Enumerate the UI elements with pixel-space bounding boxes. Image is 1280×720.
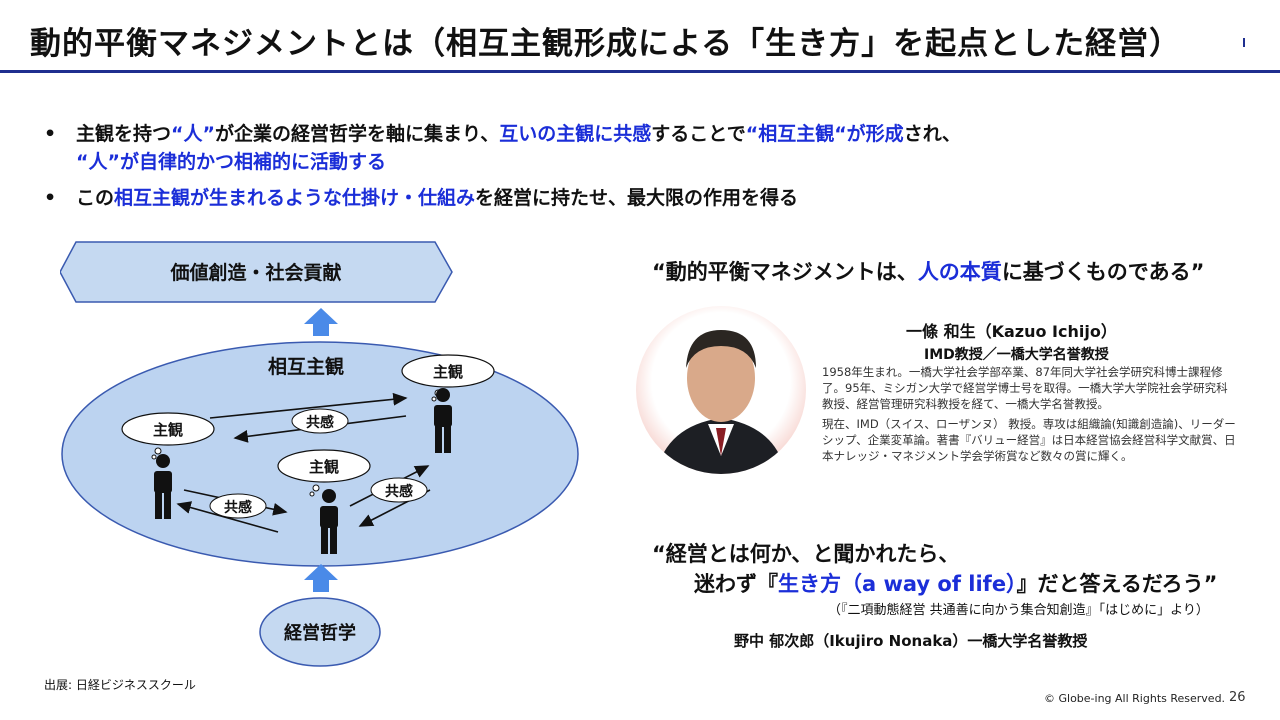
empathy-label-left: 共感: [209, 493, 267, 519]
bullet-item-2: • この相互主観が生まれるような仕掛け・仕組みを経営に持たせ、最大限の作用を得る: [44, 184, 1254, 212]
text-segment: 迷わず『: [694, 572, 778, 596]
page-number: 26: [1229, 690, 1246, 705]
text-segment: この: [76, 187, 115, 209]
header-tick-mark: [1243, 38, 1245, 47]
highlight-segment: “人”: [171, 123, 215, 145]
text-segment: が企業の経営哲学を軸に集まり、: [215, 123, 500, 145]
mutual-subjectivity-diagram: 価値創造・社会貢献 相互主観 主観 主観 主観: [60, 241, 579, 667]
empathy-arrow: [209, 392, 408, 419]
bullet-marker: •: [44, 123, 57, 145]
up-arrow-top: [304, 308, 338, 336]
empathy-text: 共感: [224, 499, 252, 516]
bullet-list: • 主観を持つ“人”が企業の経営哲学を軸に集まり、互いの主観に共感することで“相…: [44, 120, 1254, 220]
management-philosophy-circle: [259, 597, 381, 667]
title-divider: [0, 70, 1280, 73]
highlight-segment: “相互主観“が形成: [745, 123, 904, 145]
bio-paragraph-1: 1958年生まれ。一橋大学社会学部卒業、87年同大学社会学研究科博士課程修了。9…: [822, 365, 1228, 411]
empathy-text: 共感: [306, 414, 334, 431]
empathy-text: 共感: [385, 483, 413, 500]
highlight-segment: “人”が自律的かつ相補的に活動する: [76, 151, 386, 173]
mutual-subjectivity-label: 相互主観: [268, 355, 344, 378]
text-segment: “動的平衡マネジメントは、: [652, 260, 918, 284]
thought-bubble-left: 主観: [121, 412, 215, 460]
highlight-segment: 互いの主観に共感: [499, 123, 652, 145]
thought-bubble-center: 主観: [277, 449, 371, 497]
bullet-item-1: • 主観を持つ“人”が企業の経営哲学を軸に集まり、互いの主観に共感することで“相…: [44, 120, 1254, 176]
text-segment: することで: [651, 123, 746, 145]
bullet-text-1: 主観を持つ“人”が企業の経営哲学を軸に集まり、互いの主観に共感することで“相互主…: [76, 120, 961, 176]
empathy-label-top: 共感: [291, 408, 349, 434]
person-icon-center: [320, 489, 338, 554]
highlight-segment: 人の本質: [917, 260, 1002, 284]
footer-source: 出展: 日経ビジネススクール: [44, 678, 196, 692]
up-arrow-bottom: [304, 564, 338, 592]
copyright: © Globe-ing All Rights Reserved.: [1044, 692, 1226, 705]
quote-dynamic-equilibrium: “動的平衡マネジメントは、人の本質に基づくものである”: [652, 256, 1204, 286]
bio-paragraph-2: 現在、IMD（スイス、ローザンヌ） 教授。専攻は組織論(知識創造論)、リーダーシ…: [822, 417, 1236, 463]
person-icon-left: [154, 454, 172, 519]
page-title: 動的平衡マネジメントとは（相互主観形成による「生き方」を起点とした経営）: [30, 26, 1182, 62]
person-name: 一條 和生（Kazuo Ichijo）: [906, 322, 1117, 341]
bubble-label: 主観: [153, 421, 183, 439]
quote-management-line-2: 迷わず『生き方（a way of life）』だと答えるだろう”: [694, 568, 1217, 598]
portrait-photo: [636, 306, 806, 474]
text-segment: に基づくものである”: [1001, 260, 1205, 284]
empathy-arrow: [176, 501, 279, 533]
quote-management-line-1: “経営とは何か、と聞かれたら、: [652, 542, 960, 566]
value-creation-label: 価値創造・社会貢献: [169, 261, 341, 284]
highlight-segment: 生き方（a way of life）: [778, 572, 1017, 596]
bubble-label: 主観: [433, 363, 463, 381]
text-segment: 』だと答えるだろう”: [1016, 572, 1218, 596]
quote-author: 野中 郁次郎（Ikujiro Nonaka）一橋大学名誉教授: [734, 632, 1088, 650]
text-segment: 主観を持つ: [76, 123, 172, 145]
text-segment: を経営に持たせ、最大限の作用を得る: [475, 187, 799, 209]
person-title: IMD教授／一橋大学名誉教授: [924, 347, 1109, 363]
bullet-text-2: この相互主観が生まれるような仕掛け・仕組みを経営に持たせ、最大限の作用を得る: [76, 184, 798, 212]
value-creation-box: [60, 241, 453, 303]
bullet-marker: •: [44, 187, 57, 209]
highlight-segment: 相互主観が生まれるような仕掛け・仕組み: [114, 187, 476, 209]
bullet-1-line-2: “人”が自律的かつ相補的に活動する: [76, 148, 961, 176]
quote-source: （『二項動態経営 共通善に向かう集合知創造』「はじめに」より）: [828, 603, 1209, 618]
empathy-label-right: 共感: [370, 477, 428, 503]
bullet-1-line-1: 主観を持つ“人”が企業の経営哲学を軸に集まり、互いの主観に共感することで“相互主…: [76, 120, 961, 148]
bubble-label: 主観: [309, 458, 339, 476]
management-philosophy-label: 経営哲学: [284, 622, 356, 644]
text-segment: され、: [903, 123, 961, 145]
person-icon-right: [434, 388, 452, 453]
person-bio: 1958年生まれ。一橋大学社会学部卒業、87年同大学社会学研究科博士課程修了。9…: [822, 364, 1237, 468]
